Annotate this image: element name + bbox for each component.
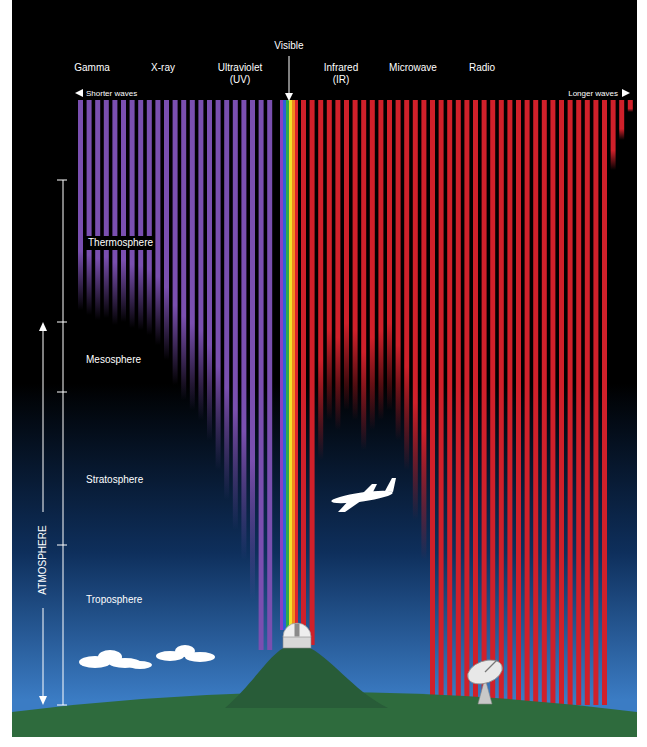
spectrum-bar <box>439 100 444 705</box>
spectrum-bar <box>259 100 264 650</box>
visible-arrowhead <box>285 93 293 101</box>
observatory-dome <box>283 623 311 648</box>
spectrum-bar <box>628 100 633 112</box>
band-label: Infrared (IR) <box>316 62 366 86</box>
spectrum-bar <box>413 100 418 520</box>
spectrum-bar <box>430 100 435 705</box>
layer-label: Troposphere <box>86 594 176 606</box>
spectrum-bar <box>155 100 160 345</box>
spectrum-bar <box>473 100 478 705</box>
spectrum-bar <box>542 100 547 705</box>
spectrum-bar <box>353 100 358 420</box>
spectrum-bar <box>181 100 186 400</box>
spectrum-bar <box>267 100 272 650</box>
spectrum-bar <box>490 100 495 705</box>
spectrum-bar <box>241 100 246 560</box>
spectrum-bar <box>301 100 306 640</box>
spectrum-bar <box>516 100 521 705</box>
spectrum-bar <box>456 100 461 705</box>
spectrum-bar <box>112 100 117 325</box>
spectrum-bar <box>190 100 195 410</box>
sky-background <box>12 0 637 737</box>
spectrum-bar <box>396 100 401 440</box>
airplane <box>331 478 396 512</box>
spectrum-bar <box>387 100 392 410</box>
spectrum-bar <box>335 100 340 430</box>
spectrum-bar <box>593 100 598 705</box>
band-label: Radio <box>447 62 517 74</box>
spectrum-bar <box>327 100 332 420</box>
spectrum-bar <box>224 100 229 500</box>
spectrum-bar <box>619 100 624 140</box>
spectrum-bar <box>361 100 366 450</box>
visible-arrow <box>289 56 290 94</box>
spectrum-bar <box>318 100 323 460</box>
clouds <box>79 645 215 669</box>
spectrum-bar <box>295 100 298 630</box>
spectrum-bar <box>173 100 178 385</box>
spectrum-bar <box>370 100 375 430</box>
spectrum-bar <box>550 100 555 705</box>
spectrum-bar <box>611 100 616 170</box>
spectrum-bar <box>138 100 143 330</box>
layer-label: Mesosphere <box>86 354 176 366</box>
spectrum-bar <box>507 100 512 705</box>
spectrum-bar <box>585 100 590 705</box>
spectrum-bar <box>464 100 469 705</box>
spectrum-bar <box>533 100 538 705</box>
radio-dish <box>464 656 505 704</box>
direction-label: Shorter waves <box>86 88 166 100</box>
spectrum-bar <box>482 100 487 705</box>
spectrum-bar <box>286 100 289 630</box>
band-label: Microwave <box>378 62 448 74</box>
spectrum-bar <box>121 100 126 322</box>
spectrum-bar <box>250 100 255 600</box>
spectrum-bar <box>147 100 152 335</box>
spectrum-bar <box>233 100 238 530</box>
spectrum-bar <box>104 100 109 318</box>
spectrum-bar <box>87 100 92 315</box>
shorter-arrowhead <box>75 89 83 97</box>
spectrum-bar <box>559 100 564 705</box>
spectrum-bar <box>499 100 504 705</box>
layer-label: Thermosphere <box>86 236 155 250</box>
spectrum-bar <box>95 100 100 320</box>
atmosphere-arrow <box>39 322 47 705</box>
spectrum-bar <box>421 100 426 560</box>
spectrum-bar <box>602 100 607 705</box>
spectrum-bar <box>344 100 349 410</box>
band-label: Ultraviolet (UV) <box>209 62 271 86</box>
spectrum-bar <box>164 100 169 360</box>
band-label: X-ray <box>128 62 198 74</box>
spectrum-bar <box>207 100 212 440</box>
direction-label: Longer waves <box>540 88 618 100</box>
spectrum-bar <box>447 100 452 705</box>
spectrum-bar <box>283 100 286 630</box>
spectrum-bar <box>130 100 135 328</box>
spectrum-bar <box>568 100 573 705</box>
longer-arrowhead <box>622 89 630 97</box>
spectrum-bar <box>525 100 530 705</box>
layer-bracket <box>57 180 67 705</box>
spectrum-bar <box>310 100 315 645</box>
spectrum-bar <box>404 100 409 470</box>
spectrum-bar <box>378 100 383 420</box>
spectrum-bar <box>216 100 221 470</box>
spectrum-bar <box>78 100 83 310</box>
spectrum-bars <box>78 100 633 705</box>
band-label: Visible <box>259 40 319 52</box>
spectrum-bar <box>289 100 292 630</box>
spectrum-bar <box>292 100 295 630</box>
spectrum-bar <box>280 100 283 630</box>
layer-label: Stratosphere <box>86 474 176 486</box>
mountain <box>225 646 388 708</box>
spectrum-bar <box>198 100 203 420</box>
atmosphere-label: ATMOSPHERE <box>37 515 49 605</box>
spectrum-bar <box>576 100 581 705</box>
band-label: Gamma <box>57 62 127 74</box>
